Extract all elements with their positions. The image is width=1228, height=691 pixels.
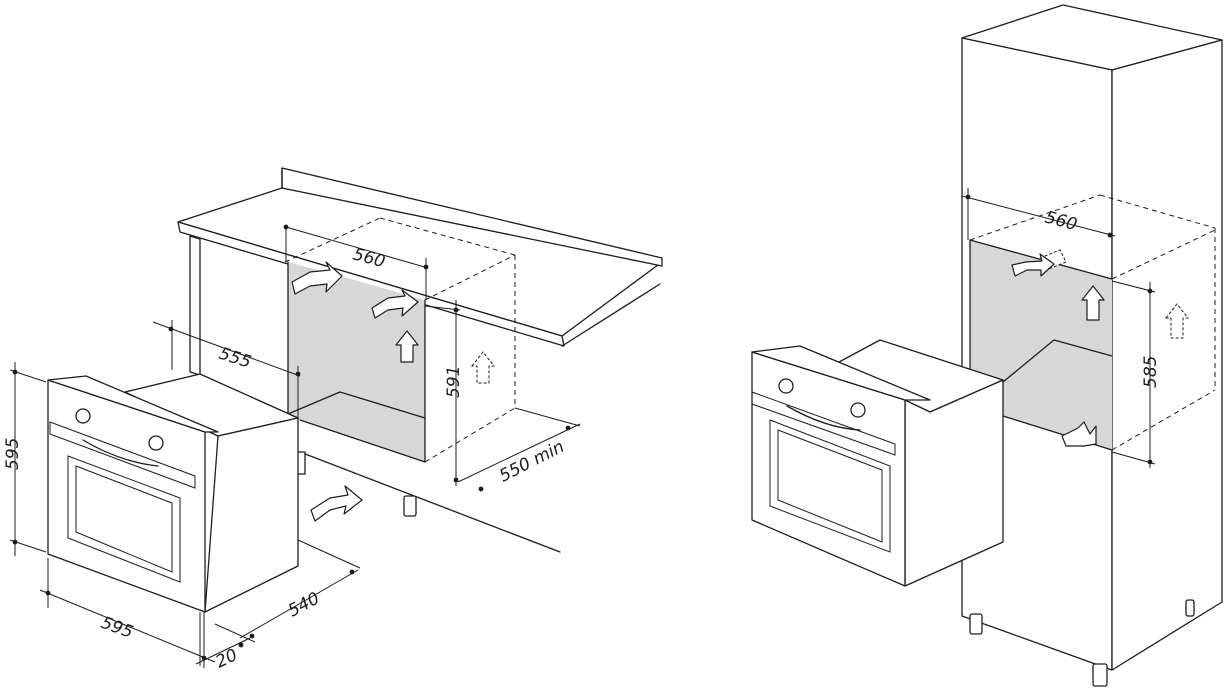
oven-right	[751, 339, 1004, 587]
dim-door-thickness: 20	[213, 645, 241, 672]
tall-unit-installation: 560 585	[751, 4, 1223, 687]
dim-cutout-depth: 555	[216, 344, 253, 373]
airflow-arrows-right	[1011, 249, 1190, 447]
oven-left	[47, 373, 299, 613]
worktop	[177, 167, 663, 347]
airflow-arrow	[371, 289, 419, 319]
dim-cutout-height: 591	[444, 366, 464, 398]
dim-tall-cutout-height: 585	[1141, 356, 1161, 388]
airflow-arrow	[291, 261, 343, 295]
under-counter-installation: 560 555 591 550 min 595 595 540 20	[3, 167, 663, 673]
cutout-niche	[284, 217, 516, 463]
airflow-arrow	[470, 351, 496, 384]
airflow-arrow	[1011, 253, 1055, 277]
airflow-arrows-left	[291, 261, 496, 522]
airflow-arrow	[310, 485, 363, 522]
airflow-arrow	[1164, 303, 1190, 339]
airflow-arrow	[1061, 421, 1097, 447]
dim-oven-width: 595	[98, 613, 135, 643]
airflow-arrow	[395, 330, 419, 363]
dimension-lines-right	[961, 188, 1156, 468]
dim-oven-height: 595	[3, 438, 23, 470]
airflow-arrow	[1081, 285, 1105, 321]
dimension-lines-left	[9, 224, 581, 668]
tall-cutout-niche	[969, 194, 1216, 451]
dim-counter-depth: 550 min	[496, 437, 567, 487]
